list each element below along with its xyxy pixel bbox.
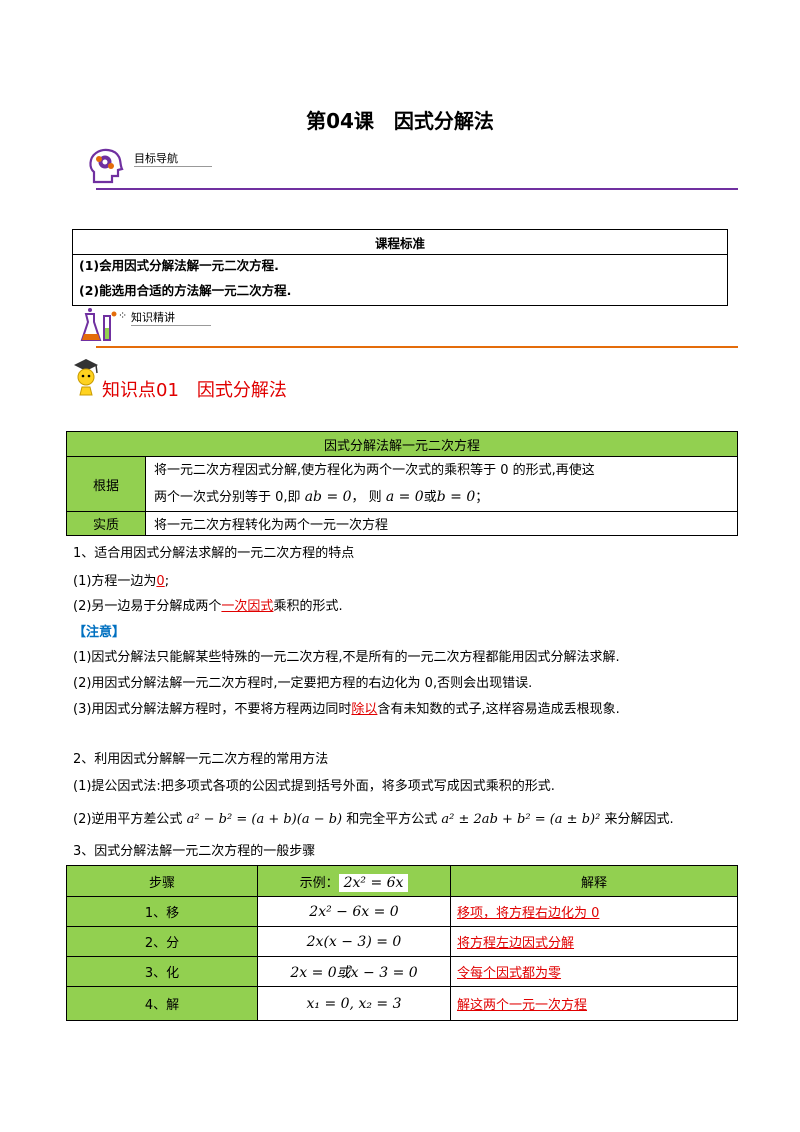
note-label: 【注意】 [73, 625, 126, 640]
purple-divider [96, 188, 738, 190]
nav-label: 目标导航 [134, 152, 178, 165]
scholar-icon [70, 357, 102, 397]
standard-item: (2)能选用合适的方法解一元二次方程. [79, 283, 292, 298]
step-explain: 将方程左边因式分解 [450, 926, 738, 957]
step-explain: 令每个因式都为零 [450, 956, 738, 987]
section2-p2: (2)逆用平方差公式 a² − b² = (a + b)(a − b) 和完全平… [73, 812, 674, 827]
steps-col-example: 示例：2x² = 6x [257, 865, 451, 897]
standard-item: (1)会用因式分解法解一元二次方程. [79, 258, 279, 273]
step-example: 2x² − 6x = 0 [257, 896, 451, 927]
step-explain: 移项，将方程右边化为 0 [450, 896, 738, 927]
orange-divider [96, 346, 738, 348]
knowledge-label-underline [131, 325, 211, 326]
math-ab: ab = 0 [304, 488, 352, 505]
knowledge-label: 知识精讲 [131, 311, 175, 324]
head-gear-icon [86, 146, 126, 186]
math-perfect-square: a² ± 2ab + b² = (a ± b)² [441, 812, 601, 827]
step-example: 2x = 0或x − 3 = 0 [257, 956, 451, 987]
math-a: a = 0 [385, 488, 424, 505]
steps-col-step: 步骤 [66, 865, 258, 897]
standard-header: 课程标准 [72, 229, 728, 255]
step-label: 4、解 [66, 986, 258, 1021]
step-label: 3、化 [66, 956, 258, 987]
note-1: (1)因式分解法只能解某些特殊的一元二次方程,不是所有的一元二次方程都能用因式分… [73, 650, 620, 665]
basis-label: 根据 [66, 456, 146, 512]
method-table-header: 因式分解法解一元二次方程 [66, 431, 738, 457]
steps-table: 步骤 示例：2x² = 6x 解释 1、移 2x² − 6x = 0 移项，将方… [66, 865, 738, 1021]
section3-heading: 3、因式分解法解一元二次方程的一般步骤 [73, 844, 316, 859]
basis-text-line1: 将一元二次方程因式分解,使方程化为两个一次式的乘积等于 0 的形式,再使这 [154, 462, 595, 478]
note-3: (3)用因式分解法解方程时，不要将方程两边同时除以含有未知数的式子,这样容易造成… [73, 702, 620, 717]
flask-icon [80, 306, 120, 346]
step-example: x₁ = 0, x₂ = 3 [257, 986, 451, 1021]
section2-heading: 2、利用因式分解解一元二次方程的常用方法 [73, 752, 329, 767]
section1-p1: (1)方程一边为0; [73, 574, 170, 589]
step-example: 2x(x − 3) = 0 [257, 926, 451, 957]
note-2: (2)用因式分解法解一元二次方程时,一定要把方程的右边化为 0,否则会出现错误. [73, 676, 533, 691]
knowledge-point-title: 知识点01 因式分解法 [102, 380, 287, 401]
essence-text: 将一元二次方程转化为两个一元一次方程 [145, 511, 738, 536]
math-difference-of-squares: a² − b² = (a + b)(a − b) [186, 812, 343, 827]
essence-label: 实质 [66, 511, 146, 536]
section1-heading: 1、适合用因式分解法求解的一元二次方程的特点 [73, 546, 355, 561]
sparkle-icon: ⁘ [118, 309, 128, 322]
step-label: 2、分 [66, 926, 258, 957]
step-explain: 解这两个一元一次方程 [450, 986, 738, 1021]
section2-p1: (1)提公因式法:把多项式各项的公因式提到括号外面，将多项式写成因式乘积的形式. [73, 779, 555, 794]
math-b: b = 0 [436, 488, 476, 505]
page-title: 第04课 因式分解法 [306, 109, 494, 133]
standard-table: 课程标准 (1)会用因式分解法解一元二次方程. (2)能选用合适的方法解一元二次… [72, 229, 728, 306]
steps-col-explain: 解释 [450, 865, 738, 897]
basis-text-line2: 两个一次式分别等于 0,即 ab = 0， 则 a = 0或b = 0； [154, 488, 489, 505]
example-equation: 2x² = 6x [338, 873, 409, 892]
section1-p2: (2)另一边易于分解成两个一次因式乘积的形式. [73, 599, 343, 614]
method-table: 因式分解法解一元二次方程 根据 将一元二次方程因式分解,使方程化为两个一次式的乘… [66, 431, 738, 536]
step-label: 1、移 [66, 896, 258, 927]
nav-label-underline [134, 166, 212, 167]
